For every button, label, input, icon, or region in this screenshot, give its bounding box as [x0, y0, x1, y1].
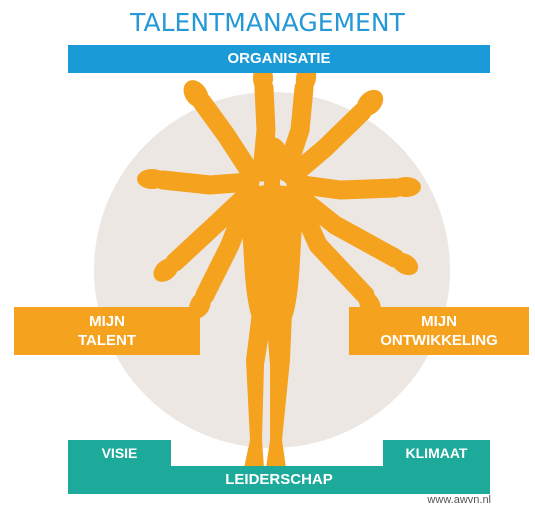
mijn-talent-line1: MIJN: [89, 313, 125, 330]
credit-text: www.awvn.nl: [427, 494, 491, 506]
mijn-talent-line2: TALENT: [77, 332, 137, 349]
mijn-ontwikkeling-box: MIJN ONTWIKKELING: [349, 307, 529, 355]
klimaat-box: KLIMAAT: [383, 440, 490, 466]
leiderschap-bar: LEIDERSCHAP: [68, 466, 490, 494]
mijn-talent-box: MIJN TALENT: [14, 307, 200, 355]
mijn-ontwikkeling-line2: ONTWIKKELING: [380, 332, 498, 349]
visie-box: VISIE: [68, 440, 171, 466]
organisatie-bar: ORGANISATIE: [68, 45, 490, 73]
multi-armed-human-figure-icon: [137, 63, 421, 468]
page-title: TALENTMANAGEMENT: [130, 8, 405, 37]
mijn-ontwikkeling-line1: MIJN: [421, 313, 457, 330]
